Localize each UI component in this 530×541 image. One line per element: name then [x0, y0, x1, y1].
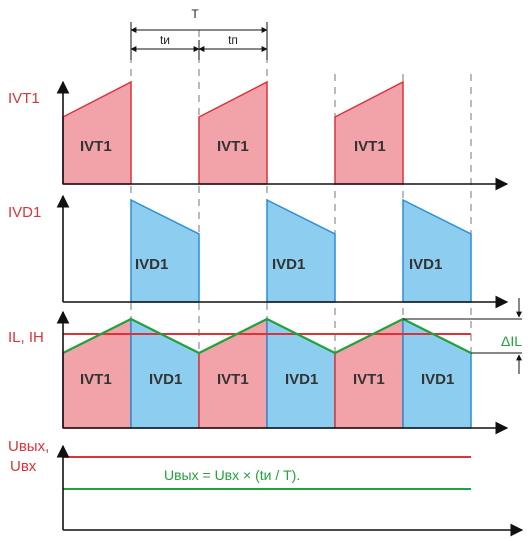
ivd1-axis-label: IVD1: [8, 204, 41, 221]
ivt1-label: IVT1: [217, 371, 249, 388]
ivt1-pulse: [334, 80, 404, 185]
ivd1-label: IVD1: [135, 256, 168, 273]
ivd1-pulse: [402, 198, 472, 303]
ivt1-axis-label: IVT1: [8, 90, 40, 107]
period-dimensions: T tи tп: [130, 7, 268, 60]
uin-axis-label: Uвх: [10, 458, 37, 475]
ivd1-label: IVD1: [272, 256, 305, 273]
ivd1-label: IVD1: [285, 371, 318, 388]
il-ih-axis-label: IL, IH: [8, 329, 44, 346]
uout-axis-label: Uвых,: [8, 438, 49, 455]
ivd1-label: IVD1: [409, 256, 442, 273]
ivt1-pulse: [198, 80, 268, 185]
t-off-label: tп: [228, 33, 238, 47]
ivd1-pulse: [130, 198, 200, 303]
ivd1-label: IVD1: [421, 371, 454, 388]
formula-label: Uвых = Uвх × (tи / T).: [164, 467, 300, 483]
ivd1-label: IVD1: [149, 371, 182, 388]
ivt1-label: IVT1: [354, 138, 386, 155]
ivt1-label: IVT1: [80, 138, 112, 155]
panel-ivd1: IVD1 IVD1 IVD1 IVD1: [8, 194, 509, 309]
panel-il-ih: ΔIL IL, IH IVT1 IVD1 IVT1 IVD1 IVT1 IVD1: [8, 298, 522, 435]
ivt1-label: IVT1: [217, 138, 249, 155]
ivd1-pulse: [266, 198, 336, 303]
ivt1-label: IVT1: [353, 371, 385, 388]
panel-voltages: Uвых, Uвх Uвых = Uвх × (tи / T).: [8, 438, 524, 537]
ivt1-pulse: [62, 80, 132, 185]
period-label: T: [191, 7, 199, 21]
t-on-label: tи: [160, 33, 170, 47]
panel-ivt1: IVT1 IVT1 IVT1 IVT1: [8, 80, 509, 191]
ivt1-label: IVT1: [80, 371, 112, 388]
delta-il-label: ΔIL: [501, 333, 522, 349]
